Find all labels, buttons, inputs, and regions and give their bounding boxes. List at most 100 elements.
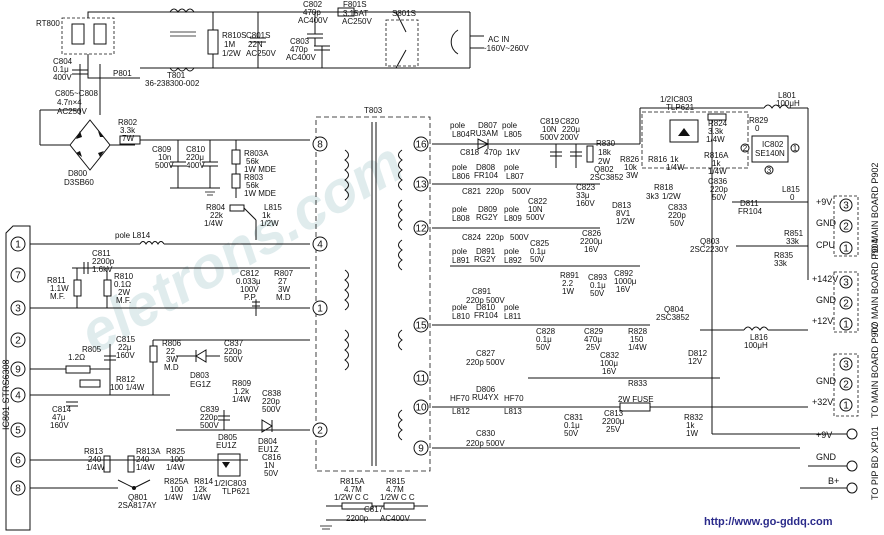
l892-label: L892 [504,256,522,265]
l815-power: 1/2W [260,219,279,228]
r825-power: 1/4W [166,463,185,472]
t803-pin-label: 15 [415,321,427,332]
p907-pin-2 [839,377,853,391]
t803-pin-label: 10 [415,403,427,414]
c892-voltage: 16V [616,285,631,294]
connector-p907: GND +32V TO MAIN BOARD P907 321 [812,323,880,418]
r806-power: 3W [166,355,178,364]
l807-label: L807 [506,172,524,181]
l813-label: L813 [504,407,522,416]
ic801-pin-label: 2 [15,336,21,347]
r828-label: R828 [628,327,648,336]
l813-type: HF70 [504,394,524,403]
l812-type: HF70 [450,394,470,403]
pole-l811: pole [504,303,520,312]
c816-label: C816 [262,453,282,462]
r825-value: 100 [170,455,184,464]
ic801-label: IC801 STRS6308 [1,359,11,430]
c830-label: C830 [476,429,496,438]
connector-p904: +142V GND +12V TO MAIN BOARD P904 321 [812,239,880,334]
c823-voltage: 160V [576,199,595,208]
r826-power: 3W [626,171,638,180]
q802-part: 2SC3852 [590,173,624,182]
r813a-value: 240 [136,455,150,464]
t803-pin-label: 13 [415,180,427,191]
t803-pin-16 [413,136,429,152]
r818-label: R818 [654,183,674,192]
p904-title: TO MAIN BOARD P904 [870,239,880,334]
c813-value: 2200μ [602,417,625,426]
pole-l805: pole [502,121,518,130]
t803-pin-2 [312,422,328,438]
r815-value: 4.7M [386,485,404,494]
c826-voltage: 16V [584,245,599,254]
r830-label: R830 [596,139,616,148]
r835-label: R835 [774,251,794,260]
c829-label: C829 [584,327,604,336]
t803-pin-label: 2 [317,426,323,437]
c824-label: C824 [462,233,482,242]
l805-label: L805 [504,130,522,139]
connector-p902: +9V GND CPU TO MAIN BOARD P902 321 [816,163,880,258]
t803-pin-label: 4 [317,240,323,251]
ic801-pin-7 [10,267,26,283]
c811-voltage: 1.6kV [92,265,113,274]
d804-part: EU1Z [258,445,279,454]
r825-label: R825 [166,447,186,456]
p904-pin-2 [839,296,853,310]
r807-value: 27 [278,277,287,286]
r816-power: 1/4W [666,163,685,172]
r812-value: 100 1/4W [110,383,145,392]
c804-voltage: 400V [53,73,72,82]
p902-pin-label: 3 [843,201,849,212]
watermark: eletrons.com [69,129,414,366]
d891-label: D891 [476,247,496,256]
c809-label: C809 [152,145,172,154]
d806-label: D806 [476,385,496,394]
c805-label: C805~C808 [55,89,98,98]
r814-value: 12k [194,485,208,494]
t803-label: T803 [364,106,383,115]
c839-label: C839 [200,405,220,414]
l810-label: L810 [452,312,470,321]
c826-value: 2200μ [580,237,603,246]
r807-label: R807 [274,269,294,278]
d810-label: D810 [476,303,496,312]
r804-power: 1/4W [204,219,223,228]
p904-signal-142v: +142V [812,274,838,284]
t803-pin-label: 11 [416,374,427,385]
t803-pin-label: 9 [418,444,424,455]
d803-part: EG1Z [190,380,211,389]
d813-power: 1/2W [616,217,635,226]
c819-voltage: 500V [540,133,559,142]
c817-label: C817 [364,505,384,514]
c831-voltage: 50V [564,429,579,438]
secondary-section: pole L804 D807 RU3AM pole L805 C818 470p… [432,91,830,449]
t803-pin-12 [413,220,429,236]
r816a-label: R816A [704,151,729,160]
rt800-label: RT800 [36,19,60,28]
r810-type: M.F. [116,296,131,305]
c818-value: 470p [484,148,502,157]
c832-voltage: 16V [602,367,617,376]
r816-value: 1k [670,155,679,164]
l815b-label: L815 [782,185,800,194]
t803-pin-4 [312,236,328,252]
r809-label: R809 [232,379,252,388]
r807-type: M.D [276,293,291,302]
r825a-value: 100 [170,485,184,494]
q803-part: 2SC2230Y [690,245,729,254]
pole-l809: pole [504,205,520,214]
q801-part: 2SA817AY [118,501,157,510]
c821-voltage: 500V [512,187,531,196]
c822-voltage: 500V [526,213,545,222]
c832-label: C832 [600,351,620,360]
c809-voltage: 500V [155,161,174,170]
r806-value: 22 [166,347,175,356]
r805-value: 1.2Ω [68,353,85,362]
d807-part: RU3AM [470,129,498,138]
ic801-pin-label: 8 [15,484,21,495]
t803-pin-label: 16 [415,140,427,151]
c811-label: C811 [92,249,111,258]
r815-label: R815 [386,477,406,486]
